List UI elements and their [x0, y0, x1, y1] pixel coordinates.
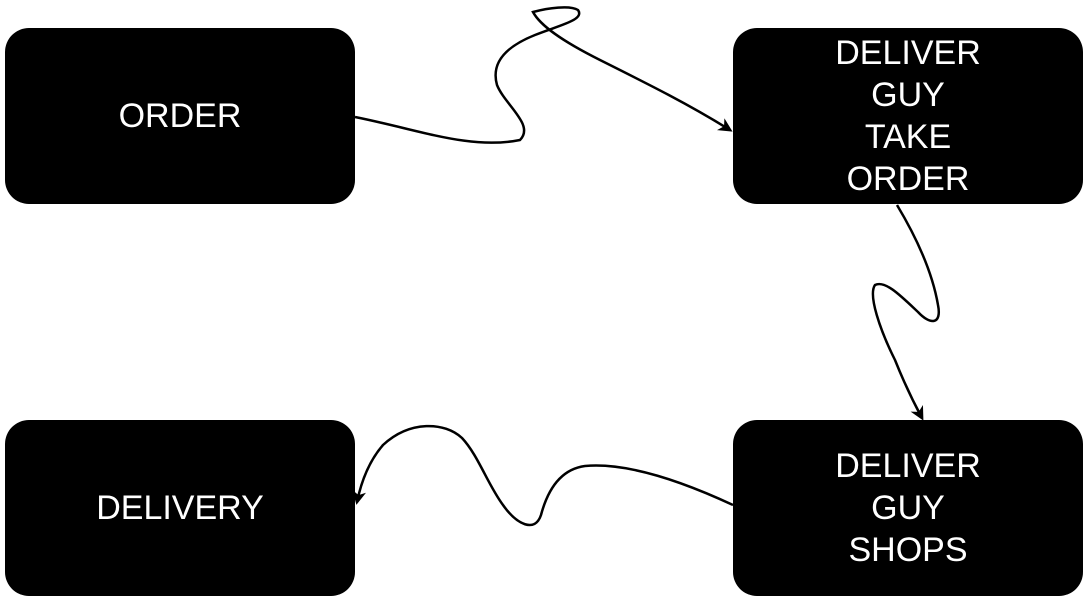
node-deliver-guy-take-order-label: DELIVER GUY TAKE ORDER: [835, 34, 981, 198]
node-order-label: ORDER: [118, 97, 242, 135]
edge-take-order-to-shops: [871, 204, 941, 421]
node-delivery[interactable]: DELIVERY: [5, 420, 355, 596]
node-order[interactable]: ORDER: [5, 28, 355, 204]
edge-shops-to-delivery: [352, 424, 734, 527]
edge-order-to-take-order: [354, 6, 733, 144]
node-deliver-guy-shops[interactable]: DELIVER GUY SHOPS: [733, 420, 1083, 596]
node-delivery-label: DELIVERY: [96, 489, 264, 527]
node-deliver-guy-shops-label: DELIVER GUY SHOPS: [835, 447, 981, 569]
node-deliver-guy-take-order[interactable]: DELIVER GUY TAKE ORDER: [733, 28, 1083, 204]
